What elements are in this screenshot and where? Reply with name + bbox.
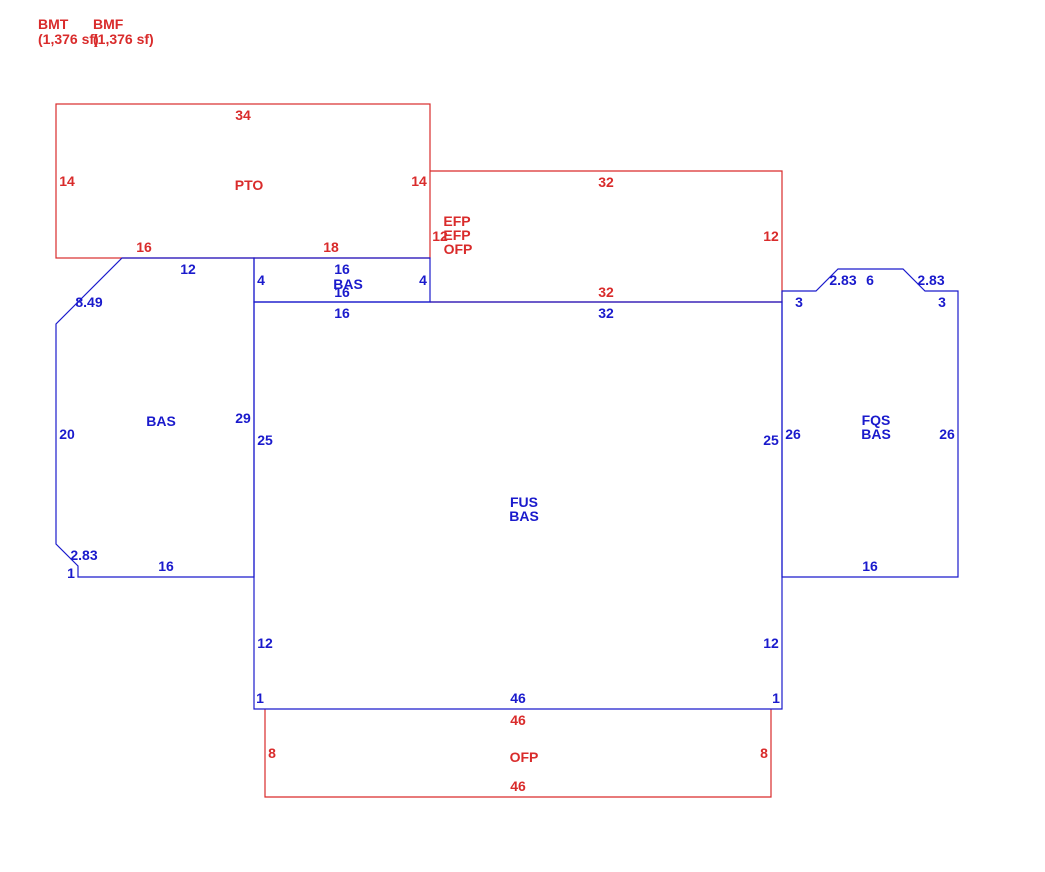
dimension-label: 16	[334, 305, 350, 321]
header-bmf: BMF (1,376 sf)	[93, 17, 154, 47]
porch-outline	[430, 170, 783, 303]
dimension-label: 32	[598, 305, 614, 321]
dimension-label: 2.83	[70, 547, 97, 563]
area-label-bas: BAS	[861, 426, 891, 442]
dimension-label: 34	[235, 107, 251, 123]
bmt-area: (1,376 sf)	[38, 31, 99, 47]
dimension-label: 46	[510, 778, 526, 794]
fqs-outline	[781, 268, 959, 578]
dimension-label: 1	[256, 690, 264, 706]
dimension-label: 46	[510, 712, 526, 728]
dimension-label: 26	[785, 426, 801, 442]
area-label-ofp: OFP	[444, 241, 473, 257]
dimension-label: 18	[323, 239, 339, 255]
dimension-label: 32	[598, 174, 614, 190]
area-label-bas: BAS	[509, 508, 539, 524]
dimension-label: 1	[67, 565, 75, 581]
dimension-label: 1	[772, 690, 780, 706]
dimension-label: 14	[411, 173, 427, 189]
dimension-label: 16	[136, 239, 152, 255]
area-label-bas: BAS	[146, 413, 176, 429]
dimension-label: 8.49	[75, 294, 102, 310]
dimension-label: 26	[939, 426, 955, 442]
dimension-label: 3	[795, 294, 803, 310]
dimension-label: 12	[257, 635, 273, 651]
dimension-label: 16	[158, 558, 174, 574]
dimension-label: 32	[598, 284, 614, 300]
ofp-outline	[264, 709, 772, 798]
dimension-label: 12	[763, 635, 779, 651]
dimension-label: 12	[180, 261, 196, 277]
area-label-fqs: FQS	[862, 412, 891, 428]
dimension-label: 2.83	[829, 272, 856, 288]
area-label-efp: EFP	[443, 227, 470, 243]
dimension-label: 4	[419, 272, 427, 288]
dimension-label: 29	[235, 410, 251, 426]
dimension-label: 8	[760, 745, 768, 761]
area-label-fus: FUS	[510, 494, 538, 510]
dimension-label: 12	[763, 228, 779, 244]
dimension-label: 25	[763, 432, 779, 448]
dimension-label: 6	[866, 272, 874, 288]
bmf-code: BMF	[93, 16, 124, 32]
header-bmt: BMT (1,376 sf)	[38, 17, 99, 47]
dimension-label: 14	[59, 173, 75, 189]
area-label-ofp: OFP	[510, 749, 539, 765]
dimension-label: 4	[257, 272, 265, 288]
dimension-label: 46	[510, 690, 526, 706]
dimension-label: 25	[257, 432, 273, 448]
area-label-efp: EFP	[443, 213, 470, 229]
area-label-pto: PTO	[235, 177, 264, 193]
dimension-label: 16	[862, 558, 878, 574]
fus-outline	[253, 301, 783, 710]
dimension-label: 20	[59, 426, 75, 442]
area-label-bas: BAS	[333, 276, 363, 292]
bmt-code: BMT	[38, 16, 69, 32]
dimension-label: 2.83	[917, 272, 944, 288]
bmf-area: (1,376 sf)	[93, 31, 154, 47]
dimension-label: 16	[334, 261, 350, 277]
dimension-label: 3	[938, 294, 946, 310]
dimension-label: 8	[268, 745, 276, 761]
dimension-label: 16	[334, 284, 350, 300]
dimension-label: 12	[432, 228, 448, 244]
